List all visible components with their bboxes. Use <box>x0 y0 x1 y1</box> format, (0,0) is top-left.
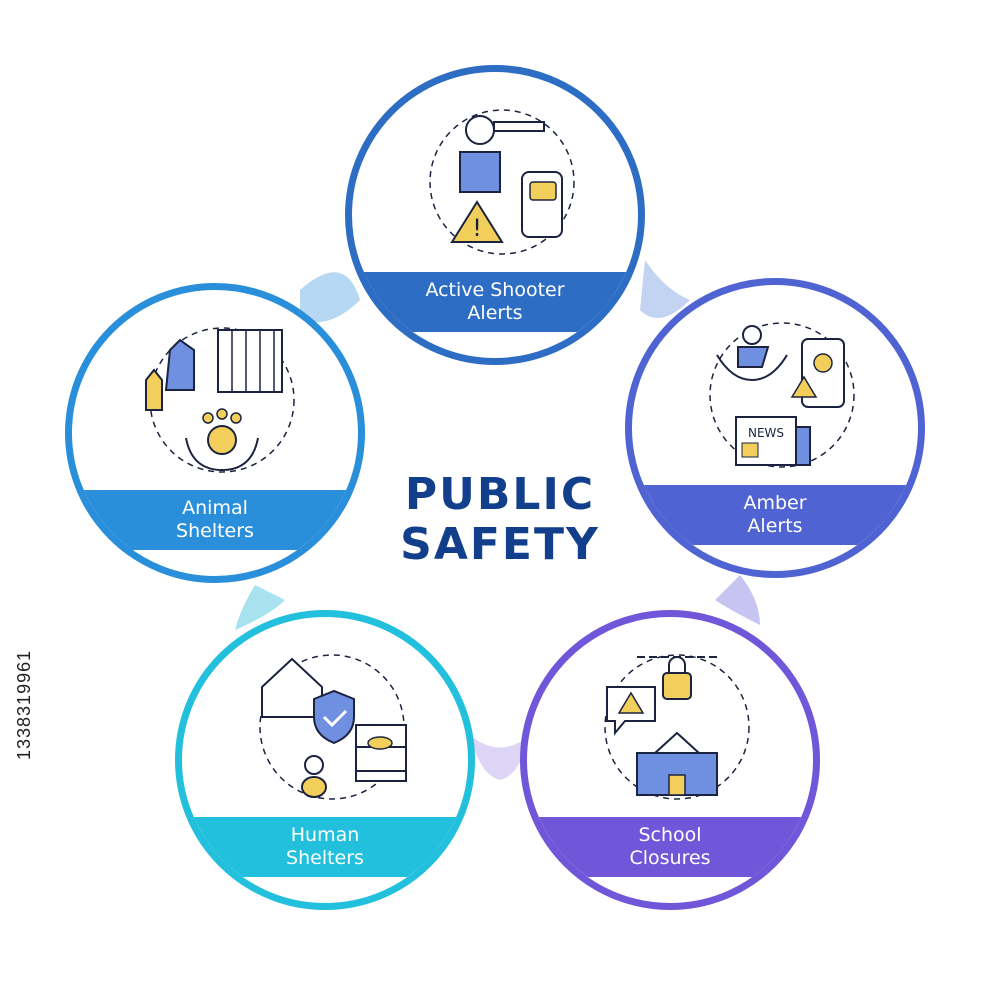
node-school-closures: School Closures <box>520 610 820 910</box>
node-active-shooter: ! Active Shooter Alerts <box>345 65 645 365</box>
node-ring: School Closures <box>520 610 820 910</box>
title-line-2: SAFETY <box>400 519 600 570</box>
node-label-line-2: Shelters <box>176 520 254 542</box>
node-label-band: Active Shooter Alerts <box>352 272 638 332</box>
svg-text:NEWS: NEWS <box>748 426 784 440</box>
node-ring: Human Shelters <box>175 610 475 910</box>
node-ring: NEWS Amber Alerts <box>625 278 925 578</box>
node-amber-alerts: NEWS Amber Alerts <box>625 278 925 578</box>
page-title: PUBLIC SAFETY <box>330 470 670 570</box>
node-label-line-2: Shelters <box>286 847 364 869</box>
amber-alert-icon: NEWS <box>709 322 855 468</box>
node-label-line-1: School <box>638 824 702 846</box>
connector-top-right <box>640 260 690 318</box>
node-label-line-1: Animal <box>182 497 248 519</box>
stock-id-watermark: 1338319961 <box>14 649 34 760</box>
human-shelter-icon <box>259 654 407 800</box>
node-ring: Animal Shelters <box>65 283 365 583</box>
svg-text:!: ! <box>472 214 482 242</box>
animal-shelter-icon <box>145 327 295 473</box>
node-animal-shelters: Animal Shelters <box>65 283 365 583</box>
node-ring: ! Active Shooter Alerts <box>345 65 645 365</box>
node-label-line-1: Human <box>290 824 360 846</box>
connector-right <box>715 575 760 625</box>
node-label-line-2: Alerts <box>747 515 803 537</box>
node-label-band: Animal Shelters <box>72 490 358 550</box>
school-closure-icon <box>604 654 750 800</box>
node-label-band: Amber Alerts <box>632 485 918 545</box>
node-human-shelters: Human Shelters <box>175 610 475 910</box>
node-label-band: School Closures <box>527 817 813 877</box>
node-label-line-1: Active Shooter <box>425 279 565 301</box>
connector-top-left <box>300 272 360 323</box>
node-label-band: Human Shelters <box>182 817 468 877</box>
node-label-line-1: Amber <box>743 492 807 514</box>
connector-bottom <box>470 735 530 780</box>
node-label-line-2: Closures <box>629 847 711 869</box>
shooter-alert-icon: ! <box>429 109 575 255</box>
title-line-1: PUBLIC <box>404 469 596 520</box>
node-label-line-2: Alerts <box>467 302 523 324</box>
connector-left <box>235 585 285 630</box>
